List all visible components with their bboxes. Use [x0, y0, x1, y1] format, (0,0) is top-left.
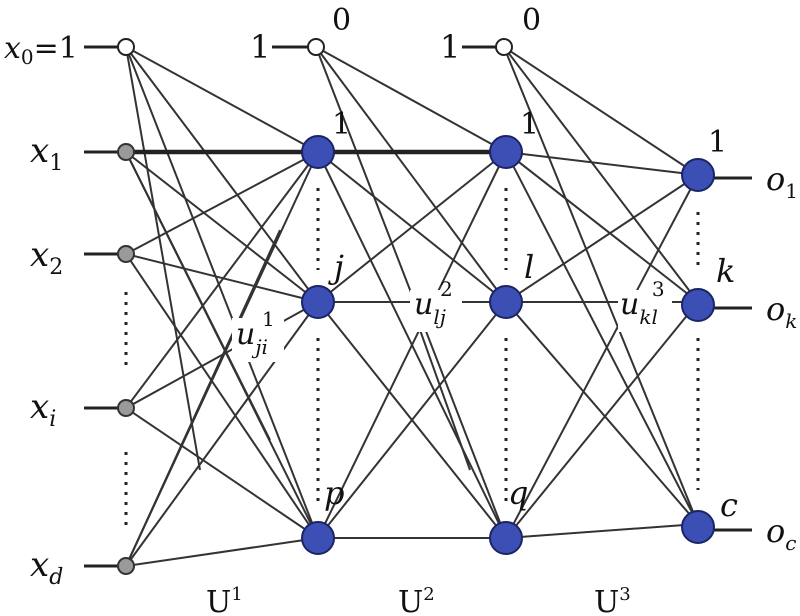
- weight-label-u-lj-2: ulj2: [414, 277, 453, 329]
- hidden2-node-l: [489, 285, 523, 319]
- input-node-x1: [117, 143, 135, 161]
- hidden1-index-p: p: [324, 474, 344, 512]
- hidden1-node-1: [301, 135, 335, 169]
- hidden-layer-2: [489, 38, 523, 555]
- hidden2-index-l: l: [524, 248, 534, 286]
- edges-layer-1: [125, 46, 319, 567]
- matrix-label-u1: U1: [206, 584, 243, 616]
- label-x2: x2: [30, 235, 63, 280]
- label-xi: xi: [30, 387, 56, 432]
- hidden2-bias-index-label: 0: [522, 3, 541, 38]
- hidden-layer-1: [301, 38, 335, 555]
- hidden2-node-1: [489, 135, 523, 169]
- output-labels: o1 ok oc: [766, 160, 798, 555]
- label-xd: xd: [30, 545, 63, 590]
- ellipsis-dots: [124, 188, 700, 532]
- edges-layer-3: [503, 46, 699, 539]
- label-o1: o1: [766, 160, 798, 203]
- matrix-label-u2: U2: [398, 584, 435, 616]
- input-layer: [117, 38, 135, 575]
- edges-layer-2: [315, 46, 507, 539]
- output-node-c: [681, 510, 715, 544]
- hidden1-index-j: j: [328, 248, 344, 286]
- weight-label-u-ji-1: uji1: [236, 307, 275, 359]
- label-oc: oc: [766, 512, 796, 555]
- output-layer: [681, 158, 715, 544]
- output-index-c: c: [720, 486, 738, 524]
- bias-labels: 1 0 1 0: [250, 3, 541, 66]
- hidden2-bias-lead-label: 1: [440, 28, 460, 66]
- label-x0: x0=1: [4, 31, 78, 69]
- weight-labels: uji1 ulj2 ukl3: [232, 277, 672, 362]
- input-node-xd: [117, 557, 135, 575]
- output-index-k: k: [716, 252, 735, 290]
- weight-label-u-kl-3: ukl3: [620, 277, 665, 329]
- lead-lines: [84, 45, 752, 568]
- input-node-x2: [117, 245, 135, 263]
- hidden2-node-q: [489, 521, 523, 555]
- node-index-labels: 1 j p 1 l q 1 k c: [324, 107, 738, 524]
- output-node-1: [681, 158, 715, 192]
- hidden1-node-p: [301, 521, 335, 555]
- label-x1: x1: [30, 131, 63, 176]
- input-labels: x0=1 x1 x2 xi xd: [4, 31, 78, 590]
- hidden2-bias-node: [495, 38, 513, 56]
- hidden1-bias-lead-label: 1: [250, 28, 270, 66]
- hidden1-bias-index-label: 0: [332, 3, 351, 38]
- output-index-1: 1: [708, 125, 727, 160]
- hidden2-index-q: q: [508, 474, 528, 512]
- matrix-labels: U1 U2 U3: [206, 584, 631, 616]
- hidden1-bias-node: [307, 38, 325, 56]
- output-node-k: [681, 288, 715, 322]
- matrix-label-u3: U3: [594, 584, 631, 616]
- hidden1-node-j: [301, 285, 335, 319]
- label-ok: ok: [766, 290, 797, 333]
- hidden1-index-1: 1: [332, 107, 351, 142]
- input-node-xi: [117, 399, 135, 417]
- hidden2-index-1: 1: [520, 107, 539, 142]
- input-bias-node: [117, 38, 135, 56]
